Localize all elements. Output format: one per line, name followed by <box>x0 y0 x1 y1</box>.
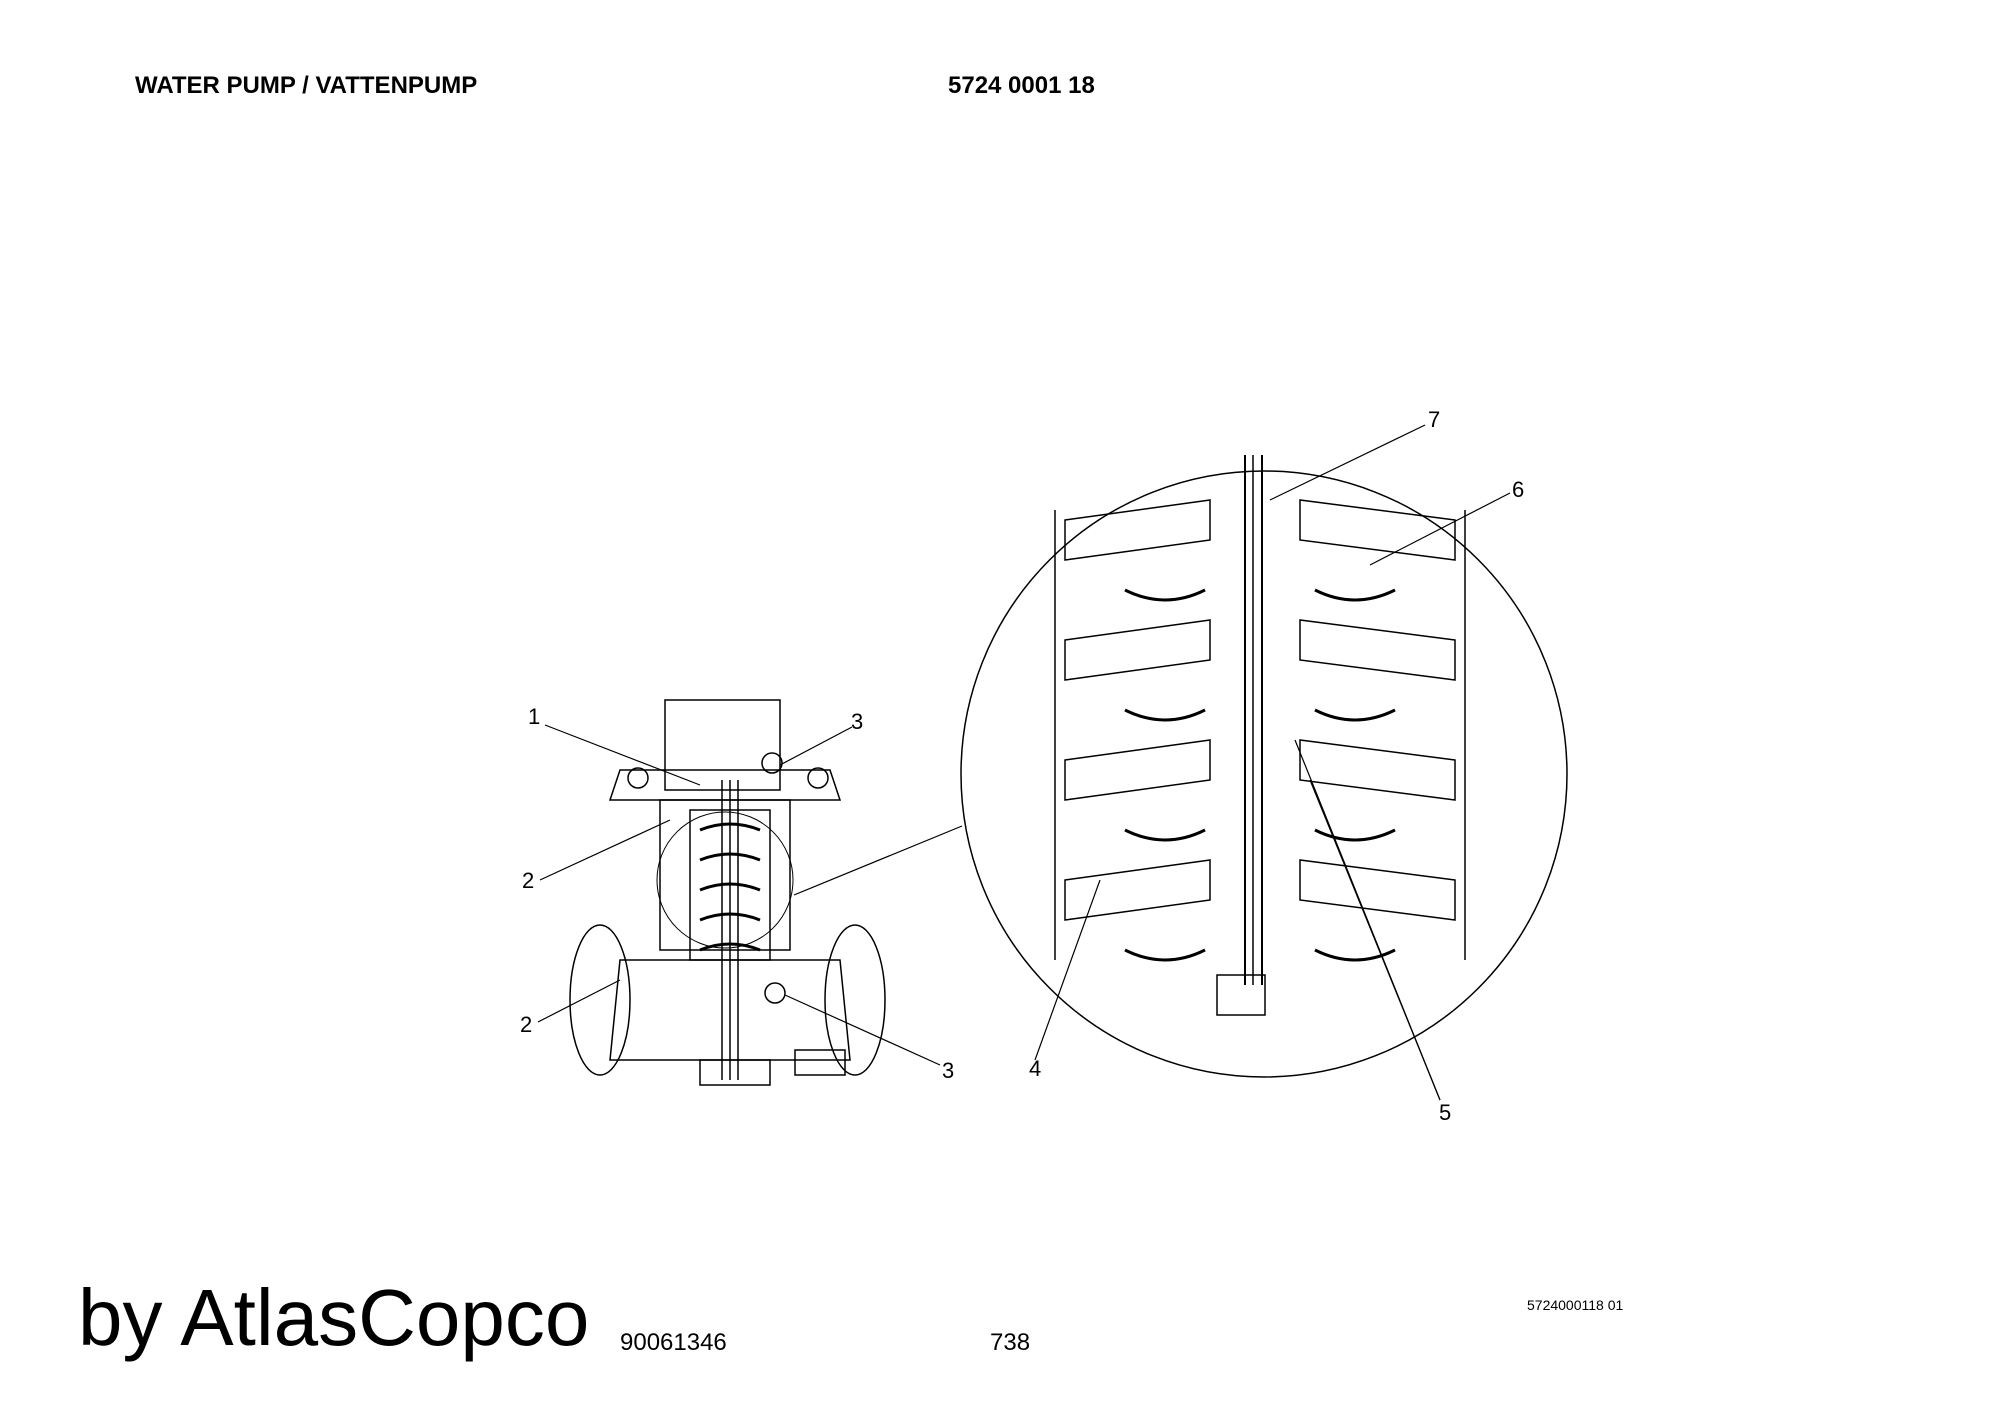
page-number: 738 <box>990 1329 1031 1356</box>
pump-overview <box>569 699 886 1086</box>
document-code: 5724000118 01 <box>1527 1297 1624 1313</box>
magnified-detail <box>960 455 1568 1078</box>
drawing-reference: 90061346 <box>620 1329 727 1356</box>
document-title: WATER PUMP / VATTENPUMP <box>135 72 478 99</box>
callout-2-lower: 2 <box>520 1012 533 1037</box>
callout-7: 7 <box>1428 407 1441 432</box>
callout-1: 1 <box>528 704 541 729</box>
callout-2-upper: 2 <box>522 868 535 893</box>
callout-3-lower: 3 <box>942 1058 955 1083</box>
callout-4: 4 <box>1029 1056 1042 1081</box>
callout-5: 5 <box>1439 1100 1452 1125</box>
leader-lines <box>537 424 1511 1101</box>
part-number: 5724 0001 18 <box>948 72 1095 99</box>
callout-6: 6 <box>1512 477 1525 502</box>
watermark: by AtlasCopco <box>78 1273 590 1362</box>
callout-3-upper: 3 <box>851 709 864 734</box>
